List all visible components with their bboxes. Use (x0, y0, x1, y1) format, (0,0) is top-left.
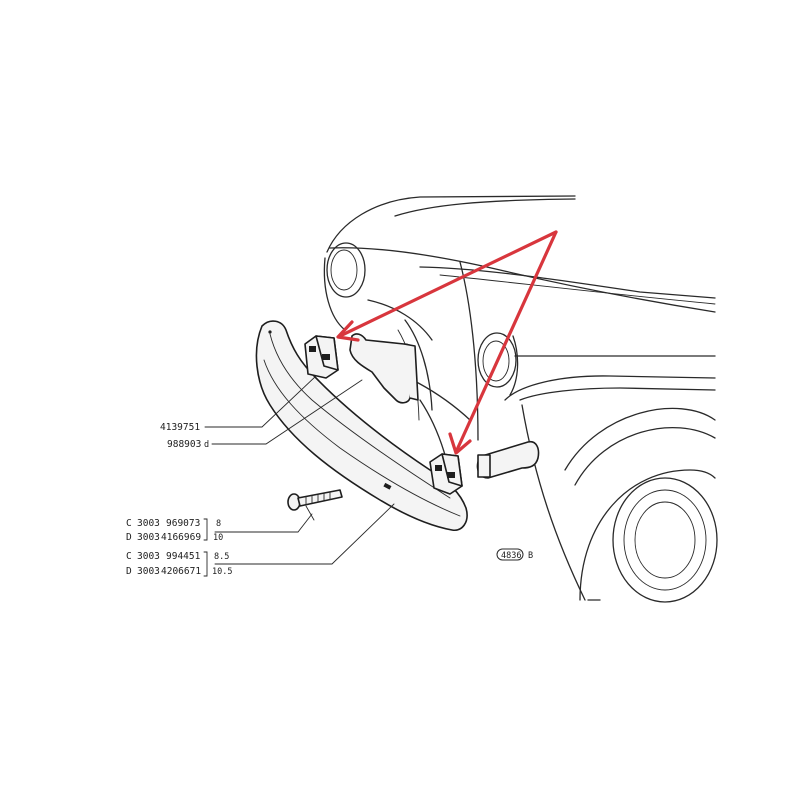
arrow-to-left-buffer (338, 230, 558, 338)
table-row-4-size: 10.5 (212, 567, 232, 577)
table-row-2-size: 10 (213, 533, 223, 543)
callout-988903: 988903 (167, 439, 201, 450)
table-row-3-letter: C (126, 551, 132, 562)
table-row-1-size: 8 (216, 519, 221, 529)
table-row-4-letter: D (126, 566, 132, 577)
arrowhead-left (336, 320, 360, 342)
car-body-outline (323, 195, 718, 603)
table-row-2-letter: D (126, 532, 132, 543)
table-row-4-code: 3003 (137, 566, 160, 577)
table-row-3-part: 994451 (166, 551, 201, 562)
right-rubber-buffer (429, 453, 463, 495)
table-row-3-size: 8.5 (214, 552, 229, 562)
table-row-1-code: 3003 (137, 518, 160, 529)
table-row-4-part: 4206671 (161, 566, 201, 577)
table-row-2-code: 3003 (137, 532, 160, 543)
figure-tag-letter: B (528, 551, 533, 561)
table-row-1-part: 969073 (166, 518, 200, 529)
figure-tag: 4836 B (496, 548, 533, 561)
table-row-1-letter: C (126, 518, 132, 529)
parts-table: C 3003 969073 8 D 3003 4166969 10 C 3003… (126, 518, 232, 577)
left-rubber-buffer (304, 335, 339, 379)
bumper-bolt (287, 489, 343, 521)
callout-988903-suffix: d (204, 440, 209, 450)
highlight-arrows (336, 230, 558, 455)
table-row-3-code: 3003 (137, 551, 160, 562)
figure-tag-number: 4836 (501, 551, 521, 561)
left-mounting-bracket (349, 333, 419, 404)
arrowhead-right (448, 432, 472, 455)
right-mounting-bracket (476, 440, 540, 479)
arrow-to-right-buffer (454, 230, 558, 454)
callout-4139751: 4139751 (160, 422, 200, 433)
table-row-2-part: 4166969 (161, 532, 201, 543)
leader-lines (203, 375, 395, 577)
